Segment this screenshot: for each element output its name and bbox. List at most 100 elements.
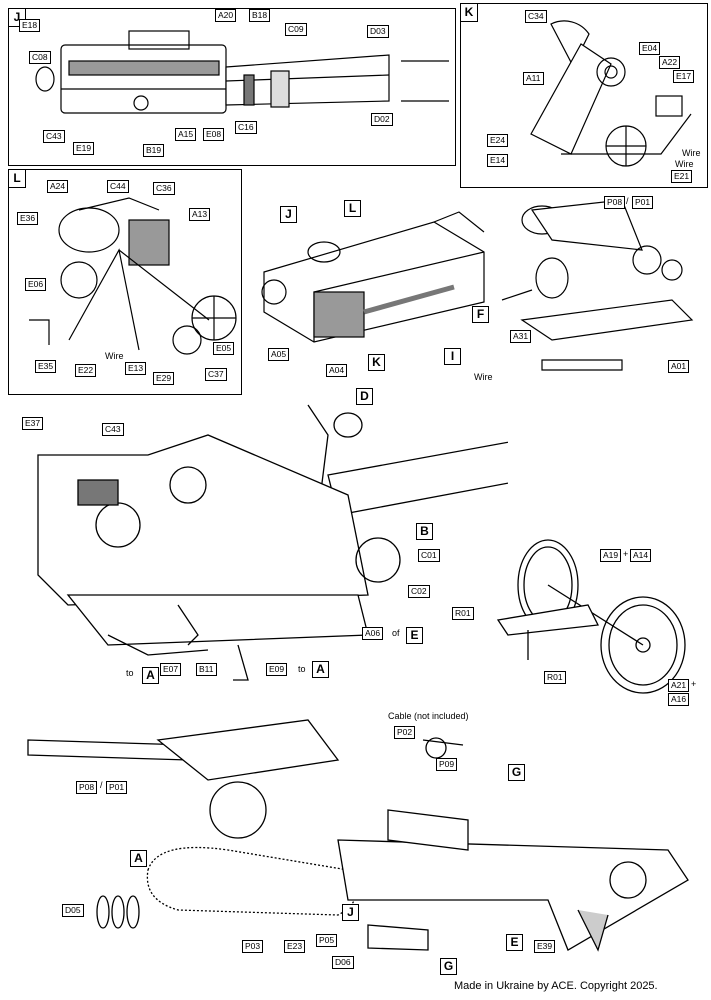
assembly-letter: K <box>368 354 385 371</box>
part-label: P08 <box>76 781 98 794</box>
part-label: E14 <box>487 154 509 167</box>
part-label: A11 <box>523 72 544 85</box>
assembly-letter: J <box>342 904 359 921</box>
assembly-letter: A <box>312 661 329 678</box>
part-label: P08 <box>604 196 626 209</box>
part-label: A05 <box>268 348 290 361</box>
final-assembly: Cable (not included) P02 P09 P08 / P01 G… <box>8 700 708 975</box>
limber-drawing <box>496 539 686 694</box>
panel-k-drawing <box>530 20 692 167</box>
part-label: A06 <box>362 627 384 640</box>
part-label: C34 <box>525 10 547 23</box>
part-label: A14 <box>630 549 652 562</box>
part-label: A21 <box>668 679 690 692</box>
cable-label: Cable (not included) <box>388 711 469 721</box>
part-label: R01 <box>452 607 474 620</box>
to-label: to <box>298 664 306 674</box>
part-label: A20 <box>215 9 237 22</box>
part-label: C44 <box>107 180 129 193</box>
assembly-letter: J <box>280 206 297 223</box>
part-label: A22 <box>659 56 681 69</box>
part-label: C16 <box>235 121 257 134</box>
part-label: P05 <box>316 934 338 947</box>
assembly-letter: E <box>506 934 523 951</box>
plus-sign: + <box>623 549 629 559</box>
of-label: of <box>392 628 400 638</box>
part-label: A31 <box>510 330 532 343</box>
part-label: R01 <box>544 671 566 684</box>
part-label: A19 <box>600 549 622 562</box>
part-label: A04 <box>326 364 348 377</box>
part-label: E06 <box>25 278 47 291</box>
panel-k: K C34 E04 A22 E17 A11 E24 E14 E21 Wire W… <box>460 3 708 188</box>
assembly-letter: D <box>356 388 373 405</box>
panel-l-letter: L <box>9 170 26 188</box>
part-label: E36 <box>17 212 39 225</box>
part-label: A24 <box>47 180 69 193</box>
gun-top-view: P08 / P01 A31 A01 Wire <box>472 190 708 390</box>
part-label: A13 <box>189 208 211 221</box>
part-label: E22 <box>75 364 97 377</box>
part-label: E21 <box>671 170 693 183</box>
part-label: C09 <box>285 23 307 36</box>
part-label: C08 <box>29 51 51 64</box>
part-label: A01 <box>668 360 690 373</box>
part-label: P03 <box>242 940 264 953</box>
assembly-letter: F <box>472 306 489 323</box>
part-label: E29 <box>153 372 175 385</box>
wire-label: Wire <box>675 159 694 169</box>
part-label: E19 <box>73 142 95 155</box>
wire-label: Wire <box>474 372 493 382</box>
subassembly-drawing <box>261 211 485 343</box>
assembly-letter: G <box>440 958 457 975</box>
part-label: P01 <box>632 196 654 209</box>
panel-k-letter: K <box>461 4 478 22</box>
assembly-letter: I <box>444 348 461 365</box>
part-label: C43 <box>102 423 124 436</box>
part-label: E05 <box>213 342 235 355</box>
part-label: D03 <box>367 25 389 38</box>
assembly-letter: L <box>344 200 361 217</box>
assembly-letter: G <box>508 764 525 781</box>
part-label: P09 <box>436 758 458 771</box>
part-label: E37 <box>22 417 44 430</box>
part-label: C43 <box>43 130 65 143</box>
copyright-footer: Made in Ukraine by ACE. Copyright 2025. <box>454 980 658 992</box>
part-label: B18 <box>249 9 271 22</box>
part-label: B11 <box>196 663 217 676</box>
plus-sign: + <box>691 679 697 689</box>
part-label: E08 <box>203 128 225 141</box>
panel-l-drawing <box>29 197 237 355</box>
part-label: E39 <box>534 940 556 953</box>
part-label: E17 <box>673 70 695 83</box>
part-label: C01 <box>418 549 440 562</box>
part-label: A15 <box>175 128 197 141</box>
part-label: E07 <box>160 663 182 676</box>
part-label: B19 <box>143 144 165 157</box>
panel-l: L A24 C44 C36 A13 E36 E06 E35 E22 E13 E2… <box>8 169 242 395</box>
part-label: E18 <box>19 19 41 32</box>
part-label: C36 <box>153 182 175 195</box>
main-view: D B E A A E37 C43 C01 C02 A06 of E07 B11… <box>8 388 508 690</box>
wire-label: Wire <box>682 148 701 158</box>
limber-view: A19 + A14 R01 R01 A21 + A16 <box>448 535 706 710</box>
part-label: E09 <box>266 663 288 676</box>
part-label: P02 <box>394 726 416 739</box>
part-label: E35 <box>35 360 57 373</box>
part-label: C02 <box>408 585 430 598</box>
part-label: A16 <box>668 693 690 706</box>
assembly-letter: B <box>416 523 433 540</box>
slash: / <box>626 196 629 206</box>
assembly-letter: A <box>142 667 159 684</box>
part-label: E23 <box>284 940 306 953</box>
panel-j: J E18 A20 B18 C09 D03 C08 C43 E19 B19 A1… <box>8 8 456 166</box>
subassembly: J L F K I A05 A04 <box>244 192 500 392</box>
part-label: P01 <box>106 781 128 794</box>
assembly-letter: E <box>406 627 423 644</box>
final-assembly-drawing <box>27 719 689 952</box>
panel-j-drawing <box>35 30 449 114</box>
slash: / <box>100 780 103 790</box>
part-label: D02 <box>371 113 393 126</box>
to-label: to <box>126 668 134 678</box>
main-view-drawing <box>37 404 508 681</box>
